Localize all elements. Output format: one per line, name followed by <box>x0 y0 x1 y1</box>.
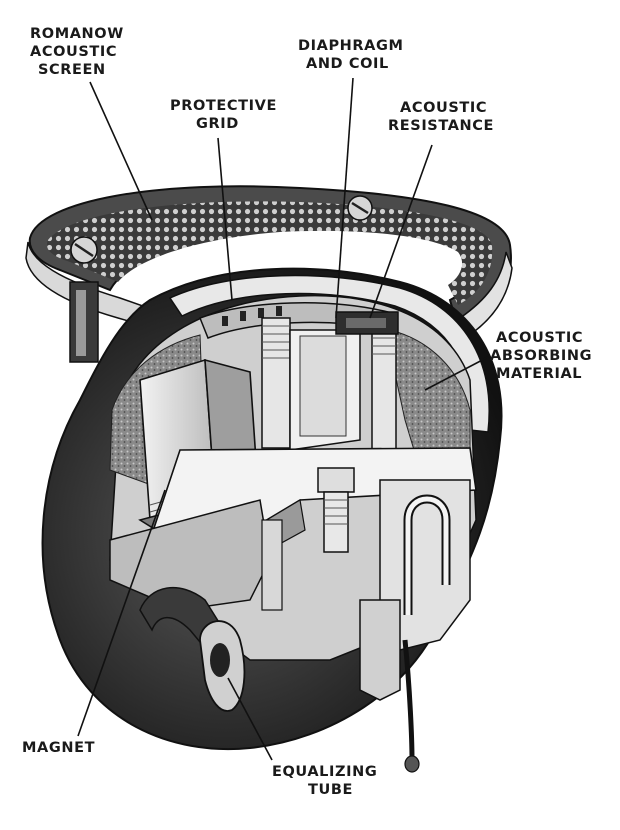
leader-diaphragm-coil <box>335 77 354 319</box>
leader-equalizing-tube <box>227 677 273 761</box>
romanow-acoustic-screen <box>25 185 513 363</box>
label-equalizing-tube: EQUALIZING TUBE <box>272 764 383 798</box>
label-protective-grid: PROTECTIVE GRID <box>170 98 283 132</box>
leader-acoustic-resistance <box>369 144 433 319</box>
leader-romanow-screen <box>89 81 153 221</box>
label-acoustic-absorbing-material: ACOUSTIC ABSORBING MATERIAL <box>490 330 598 382</box>
label-acoustic-resistance: ACOUSTIC RESISTANCE <box>388 100 494 134</box>
label-romanow-acoustic-screen: ROMANOW ACOUSTIC SCREEN <box>30 26 129 78</box>
label-diaphragm-and-coil: DIAPHRAGM AND COIL <box>298 38 409 72</box>
label-magnet: MAGNET <box>22 740 95 756</box>
leader-acoustic-absorbing <box>424 355 491 391</box>
leader-magnet <box>77 489 166 737</box>
leader-lines <box>77 77 491 761</box>
leader-protective-grid <box>217 137 233 301</box>
diaphragm-and-coil-assembly <box>261 311 399 451</box>
protective-grid-slots <box>222 306 282 326</box>
center-bolt <box>317 467 355 553</box>
cutaway-interior <box>109 294 477 773</box>
labels: ROMANOW ACOUSTIC SCREEN DIAPHRAGM AND CO… <box>22 26 598 798</box>
